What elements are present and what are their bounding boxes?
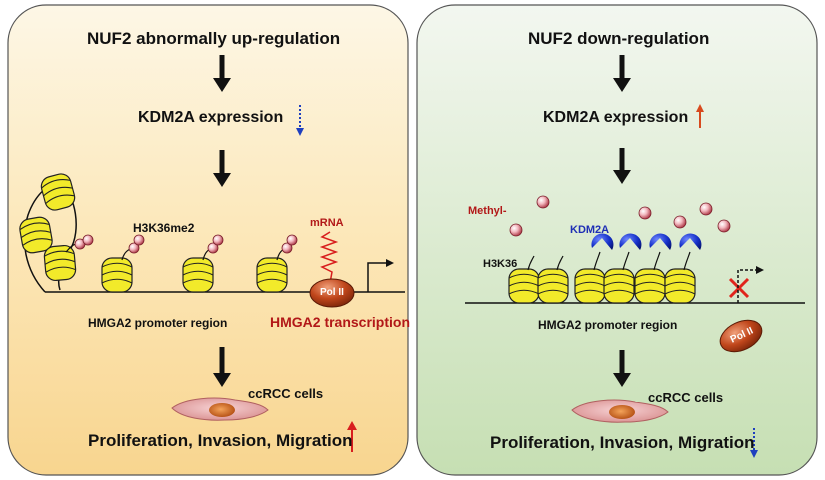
mrna-label: mRNA <box>310 217 344 229</box>
methyl-label: Methyl- <box>468 205 507 217</box>
pol2-enzyme <box>309 278 355 308</box>
dotted-down-arrow-icon <box>296 105 304 136</box>
left-arrow-1 <box>213 55 231 92</box>
right-cells-label: ccRCC cells <box>648 390 724 405</box>
nucleosome <box>537 268 569 304</box>
nucleosome <box>574 268 606 304</box>
right-arrow-3 <box>613 350 631 387</box>
right-arrow-2 <box>613 148 631 184</box>
right-promoter-label: HMGA2 promoter region <box>538 318 678 332</box>
x-mark-icon <box>728 277 750 299</box>
nucleosome <box>182 257 214 293</box>
left-arrow-2 <box>213 150 231 187</box>
left-title: NUF2 abnormally up-regulation <box>87 29 341 48</box>
right-panel <box>416 4 818 476</box>
right-kdm2a-expression: KDM2A expression <box>543 109 689 126</box>
ccrcc-cell <box>571 399 669 423</box>
left-panel <box>7 4 409 476</box>
right-arrow-1 <box>613 55 631 92</box>
ccrcc-cell <box>171 397 269 421</box>
left-arrow-3 <box>213 347 231 387</box>
kdm2a-label: KDM2A <box>570 224 610 236</box>
methyl-group <box>74 234 298 254</box>
left-cells-label: ccRCC cells <box>248 386 324 401</box>
bent-arrow-icon <box>737 266 764 303</box>
left-pol2-label: Pol II <box>320 287 344 298</box>
pol2-enzyme <box>719 319 763 353</box>
left-h3k36me2-label: H3K36me2 <box>133 221 195 235</box>
right-outcome: Proliferation, Invasion, Migration <box>490 433 755 452</box>
kdm2a-protein <box>591 233 702 250</box>
bent-arrow-icon <box>367 259 394 292</box>
h3k36-label: H3K36 <box>483 258 518 270</box>
nucleosome <box>634 268 666 304</box>
right-title: NUF2 down-regulation <box>528 29 710 48</box>
methyl-group <box>509 195 731 237</box>
dotted-down-arrow-icon <box>750 428 758 458</box>
nucleosome <box>603 268 635 304</box>
nucleosome <box>508 268 540 304</box>
left-kdm2a-expression: KDM2A expression <box>138 109 284 126</box>
mrna-strand <box>319 231 339 284</box>
left-outcome: Proliferation, Invasion, Migration <box>88 431 353 450</box>
hmga2-transcription-label: HMGA2 transcription <box>270 314 411 330</box>
nucleosome <box>42 244 78 282</box>
nucleosome <box>101 257 133 293</box>
left-promoter-label: HMGA2 promoter region <box>88 316 228 330</box>
nucleosome <box>664 268 696 304</box>
up-arrow-icon <box>696 104 704 128</box>
nucleosome <box>256 257 288 293</box>
up-arrow-icon <box>347 421 357 452</box>
